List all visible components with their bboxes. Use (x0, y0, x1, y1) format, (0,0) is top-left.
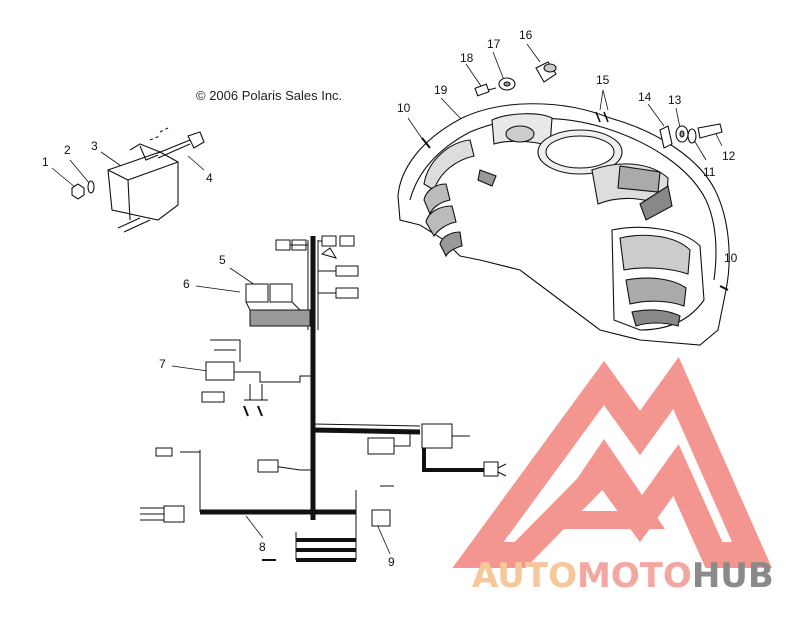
callout-18: 18 (460, 51, 474, 65)
callout-17: 17 (487, 37, 501, 51)
callout-16: 16 (519, 28, 533, 42)
callout-8: 8 (259, 540, 266, 554)
callout-6: 6 (183, 277, 190, 291)
watermark-brand-text: AUTOMOTOHUB (472, 558, 774, 594)
callout-2: 2 (64, 143, 71, 157)
wiring-harness (140, 235, 507, 562)
callout-1: 1 (42, 155, 49, 169)
callout-12: 12 (722, 149, 736, 163)
callout-19: 19 (434, 83, 448, 97)
brand-auto: AUTO (472, 556, 577, 596)
callout-3: 3 (91, 139, 98, 153)
callout-15: 15 (596, 73, 610, 87)
callout-9: 9 (388, 555, 395, 569)
callout-10-left: 10 (397, 101, 411, 115)
dash-pod-housing (397, 103, 730, 346)
pod-hardware (421, 61, 729, 291)
callout-11: 11 (703, 165, 716, 179)
brand-hub: HUB (691, 556, 774, 596)
callout-5: 5 (219, 253, 226, 267)
callout-7: 7 (159, 357, 166, 371)
callout-14: 14 (638, 90, 652, 104)
callout-13: 13 (668, 93, 682, 107)
watermark-logo-icon (452, 356, 772, 568)
callout-10-right: 10 (724, 251, 738, 265)
regulator-assembly (71, 127, 205, 233)
brand-moto: MOTO (576, 556, 692, 596)
callout-4: 4 (206, 171, 213, 185)
copyright-notice: © 2006 Polaris Sales Inc. (196, 88, 343, 103)
